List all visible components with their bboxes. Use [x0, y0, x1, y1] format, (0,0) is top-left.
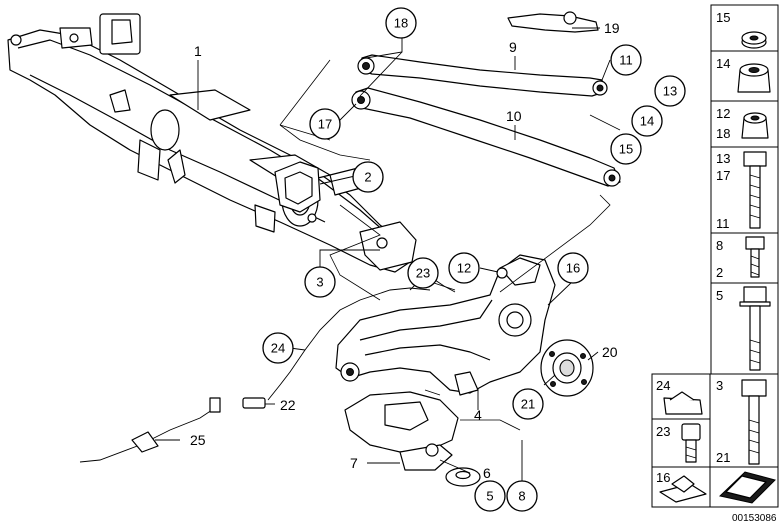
- rear-axle-carrier: [7, 13, 417, 273]
- legend-label-16: 16: [656, 470, 670, 485]
- callout-circle: [654, 75, 686, 107]
- bracket-part: [274, 161, 321, 213]
- cable-part: [79, 397, 221, 463]
- callout-circle: [506, 480, 538, 512]
- legend-label-12: 12: [716, 106, 730, 121]
- washer-part: [445, 467, 481, 487]
- callout-21: 21: [512, 388, 544, 420]
- callout-number: 24: [271, 341, 285, 356]
- callout-circle: [557, 252, 589, 284]
- callout-circle: [610, 133, 642, 165]
- label-part-4: 4: [474, 407, 482, 423]
- label-part-1: 1: [194, 43, 202, 59]
- upper-control-arm: [357, 54, 608, 97]
- callout-3: 3: [304, 266, 336, 298]
- legend-label-24: 24: [656, 378, 670, 393]
- callout-number: 21: [521, 397, 535, 412]
- callout-number: 5: [486, 489, 493, 504]
- legend-label-21: 21: [716, 450, 730, 465]
- callout-circle: [474, 480, 506, 512]
- callout-circle: [448, 252, 480, 284]
- callout-number: 18: [394, 16, 408, 31]
- legend-bolt-5: [739, 286, 771, 371]
- label-part-22: 22: [280, 397, 296, 413]
- legend-label-14: 14: [716, 56, 730, 71]
- legend-bolt-8: [745, 236, 765, 278]
- legend-bolt-3: [741, 379, 767, 465]
- legend-nut-14: [737, 63, 771, 93]
- legend-label-5: 5: [716, 288, 723, 303]
- callout-number: 12: [457, 261, 471, 276]
- callout-number: 11: [619, 53, 633, 68]
- document-number: 00153086: [732, 513, 777, 524]
- legend-label-8: 8: [716, 238, 723, 253]
- callout-number: 23: [416, 266, 430, 281]
- legend-label-18: 18: [716, 126, 730, 141]
- callout-18: 18: [385, 7, 417, 39]
- callout-circle: [385, 7, 417, 39]
- label-part-6: 6: [483, 465, 491, 481]
- legend-label-11: 11: [716, 216, 730, 231]
- callout-circle: [631, 105, 663, 137]
- legend-bolt-13: [743, 151, 767, 229]
- legend-label-17: 17: [716, 168, 730, 183]
- callout-circle: [352, 161, 384, 193]
- legend-label-2: 2: [716, 265, 723, 280]
- spring-plate: [344, 391, 459, 471]
- callout-12: 12: [448, 252, 480, 284]
- callout-8: 8: [506, 480, 538, 512]
- callout-circle: [407, 257, 439, 289]
- callout-circle: [610, 44, 642, 76]
- lower-control-arm: [351, 87, 621, 187]
- arrow-icon: [718, 471, 776, 504]
- callout-number: 2: [364, 170, 371, 185]
- callout-number: 14: [640, 114, 654, 129]
- legend-washer-15: [741, 31, 767, 49]
- callout-circle: [304, 266, 336, 298]
- callout-23: 23: [407, 257, 439, 289]
- legend-panel: 15 14 12 18 13 17 11 8 2 5 24 23 16 3 21: [651, 4, 779, 524]
- label-part-9: 9: [509, 39, 517, 55]
- callout-circle: [262, 332, 294, 364]
- wheel-hub: [540, 339, 594, 397]
- legend-label-3: 3: [716, 378, 723, 393]
- callout-number: 16: [566, 261, 580, 276]
- callout-number: 17: [318, 117, 332, 132]
- label-part-10: 10: [506, 108, 522, 124]
- legend-label-15: 15: [716, 10, 730, 25]
- callout-17: 17: [309, 108, 341, 140]
- callout-2: 2: [352, 161, 384, 193]
- callout-16: 16: [557, 252, 589, 284]
- callout-13: 13: [654, 75, 686, 107]
- link-part: [507, 11, 599, 33]
- callout-15: 15: [610, 133, 642, 165]
- callout-11: 11: [610, 44, 642, 76]
- callout-circle: [512, 388, 544, 420]
- leader-lines: [155, 27, 621, 483]
- legend-label-23: 23: [656, 424, 670, 439]
- callout-number: 13: [663, 84, 677, 99]
- legend-clip-24: [663, 391, 703, 415]
- label-part-19: 19: [604, 20, 620, 36]
- legend-label-13: 13: [716, 151, 730, 166]
- legend-clip-16: [659, 475, 707, 503]
- label-part-25: 25: [190, 432, 206, 448]
- label-part-7: 7: [350, 455, 358, 471]
- callout-number: 8: [518, 489, 525, 504]
- callout-number: 3: [316, 275, 323, 290]
- label-part-20: 20: [602, 344, 618, 360]
- callout-number: 15: [619, 142, 633, 157]
- legend-nut-12: [741, 112, 769, 139]
- wheel-carrier: [335, 254, 556, 396]
- callout-14: 14: [631, 105, 663, 137]
- callout-24: 24: [262, 332, 294, 364]
- callout-5: 5: [474, 480, 506, 512]
- callout-circle: [309, 108, 341, 140]
- legend-bolt-23: [681, 423, 701, 463]
